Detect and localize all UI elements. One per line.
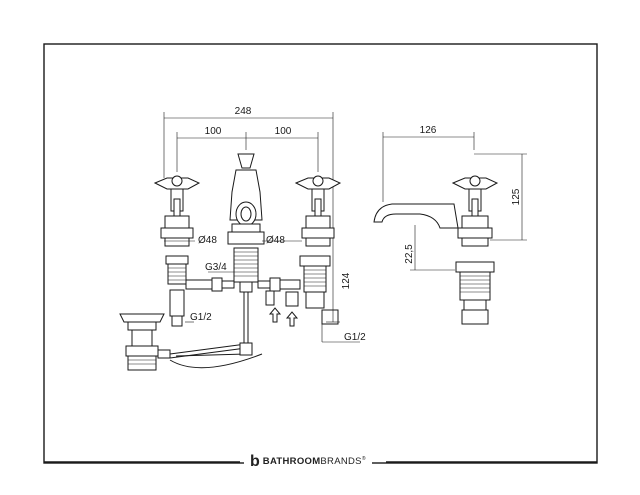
brand-name: BATHROOMBRANDS® bbox=[263, 456, 366, 467]
brand-logo-icon: b bbox=[250, 453, 260, 470]
svg-text:G1/2: G1/2 bbox=[190, 312, 212, 323]
dimension-248: 248 bbox=[163, 106, 334, 240]
svg-text:G1/2: G1/2 bbox=[344, 332, 366, 343]
right-valve: Ø48 bbox=[262, 175, 342, 325]
svg-text:126: 126 bbox=[420, 125, 437, 136]
svg-text:22,5: 22,5 bbox=[404, 244, 415, 264]
svg-text:G3/4: G3/4 bbox=[205, 262, 227, 273]
dimension-100-100: 100 100 bbox=[176, 126, 319, 172]
svg-text:Ø48: Ø48 bbox=[198, 235, 217, 246]
brand-name-bold: BATHROOM bbox=[262, 456, 321, 468]
svg-text:100: 100 bbox=[205, 126, 222, 137]
svg-text:Ø48: Ø48 bbox=[266, 235, 285, 246]
dimension-126: 126 bbox=[382, 125, 475, 202]
dimension-124: 124 bbox=[326, 240, 352, 323]
popup-waste bbox=[119, 313, 263, 371]
brand-logo: b BATHROOMBRANDS® bbox=[244, 453, 372, 471]
flow-arrows bbox=[268, 307, 299, 327]
connection-hoses bbox=[185, 277, 301, 307]
svg-text:124: 124 bbox=[341, 272, 352, 289]
drawing-frame bbox=[43, 43, 598, 464]
central-spout bbox=[227, 153, 265, 355]
svg-text:100: 100 bbox=[275, 126, 292, 137]
dimension-125: 125 bbox=[474, 153, 527, 241]
side-view-valve bbox=[373, 175, 499, 325]
left-valve: Ø48 bbox=[153, 175, 217, 327]
brand-name-regular: BRANDS bbox=[320, 456, 362, 468]
dimension-22-5: 22,5 bbox=[404, 225, 455, 271]
registered-mark: ® bbox=[361, 456, 366, 463]
svg-text:248: 248 bbox=[235, 106, 252, 117]
svg-text:125: 125 bbox=[511, 188, 522, 205]
